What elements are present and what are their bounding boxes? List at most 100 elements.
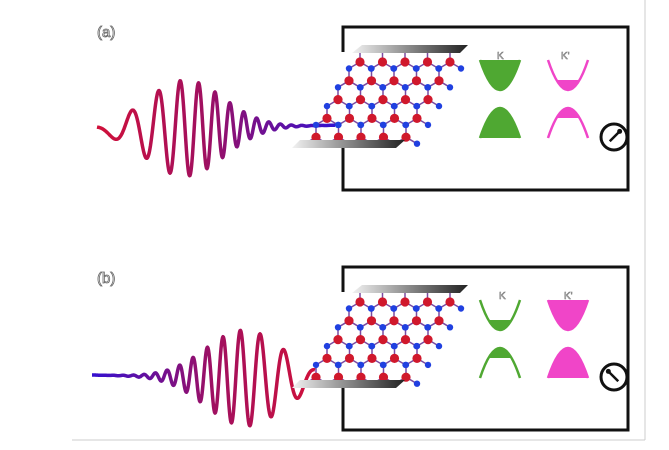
blue-atom bbox=[424, 121, 432, 129]
valence-band-kprime bbox=[546, 106, 590, 139]
blue-atom bbox=[368, 65, 375, 72]
blue-atom bbox=[435, 305, 443, 312]
red-atom bbox=[322, 113, 332, 123]
blue-atom bbox=[357, 324, 364, 331]
red-atom bbox=[322, 353, 332, 363]
valence-band-k bbox=[478, 106, 522, 139]
red-atom bbox=[412, 113, 422, 123]
hexagonal-lattice bbox=[301, 290, 465, 387]
blue-atom bbox=[323, 342, 331, 350]
blue-atom bbox=[435, 342, 443, 350]
valley-label-kp-b: K' bbox=[564, 291, 573, 302]
conduction-band-k bbox=[478, 59, 522, 92]
blue-atom bbox=[457, 65, 465, 72]
blue-atom bbox=[424, 84, 432, 91]
valence-band-k bbox=[478, 346, 522, 379]
red-atom bbox=[389, 316, 399, 326]
red-atom bbox=[434, 76, 444, 86]
red-atom bbox=[412, 353, 422, 363]
panel-label-b: (b) bbox=[97, 270, 115, 287]
panel-label-a: (a) bbox=[97, 24, 115, 41]
light-pulse bbox=[90, 328, 317, 428]
red-atom bbox=[434, 316, 444, 326]
blue-atom bbox=[357, 84, 364, 91]
blue-atom bbox=[380, 121, 387, 129]
hexagonal-lattice bbox=[301, 50, 465, 147]
blue-atom bbox=[368, 305, 375, 312]
red-atom bbox=[378, 95, 388, 105]
red-atom bbox=[400, 297, 410, 307]
red-atom bbox=[355, 297, 365, 307]
red-atom bbox=[377, 57, 388, 67]
blue-atom bbox=[357, 121, 365, 129]
red-atom bbox=[355, 57, 365, 67]
red-atom bbox=[356, 132, 366, 142]
red-atom bbox=[389, 353, 400, 363]
top-electrode bbox=[352, 45, 468, 53]
blue-atom bbox=[312, 121, 320, 129]
blue-atom bbox=[346, 342, 353, 350]
panel-a bbox=[95, 25, 630, 192]
red-atom bbox=[389, 113, 400, 123]
red-atom bbox=[333, 95, 343, 105]
blue-atom bbox=[323, 102, 331, 110]
red-atom bbox=[344, 353, 355, 363]
red-atom bbox=[400, 335, 411, 345]
blue-atom bbox=[346, 102, 353, 110]
red-atom bbox=[422, 57, 433, 67]
blue-atom bbox=[446, 84, 454, 91]
blue-atom bbox=[334, 84, 342, 91]
blue-atom bbox=[402, 121, 410, 129]
blue-atom bbox=[345, 65, 353, 72]
red-atom bbox=[378, 335, 388, 345]
conduction-band-kprime bbox=[546, 59, 590, 92]
blue-atom bbox=[413, 380, 421, 387]
conduction-band-k bbox=[478, 299, 522, 332]
red-atom bbox=[366, 316, 377, 326]
blue-atom bbox=[424, 361, 432, 369]
red-atom bbox=[378, 132, 389, 142]
blue-atom bbox=[312, 361, 320, 369]
red-atom bbox=[311, 132, 321, 142]
red-atom bbox=[311, 372, 321, 382]
valley-label-k-b: K bbox=[499, 291, 506, 302]
red-atom bbox=[423, 95, 433, 105]
valley-label-kp-a: K' bbox=[561, 51, 570, 62]
blue-atom bbox=[402, 324, 409, 331]
red-atom bbox=[411, 76, 422, 86]
blue-atom bbox=[435, 102, 443, 110]
blue-atom bbox=[402, 84, 409, 91]
blue-atom bbox=[368, 102, 376, 110]
blue-atom bbox=[379, 324, 387, 331]
red-atom bbox=[411, 316, 422, 326]
red-atom bbox=[389, 76, 399, 86]
light-pulse bbox=[95, 79, 337, 178]
red-atom bbox=[377, 297, 388, 307]
blue-atom bbox=[391, 342, 398, 350]
red-atom bbox=[367, 113, 377, 123]
conduction-band-kprime bbox=[546, 299, 590, 332]
red-atom bbox=[333, 132, 344, 142]
blue-atom bbox=[335, 361, 342, 369]
blue-atom bbox=[345, 305, 353, 312]
red-atom bbox=[344, 113, 355, 123]
valley-label-k-a: K bbox=[497, 51, 504, 62]
blue-atom bbox=[413, 65, 420, 72]
red-atom bbox=[333, 372, 344, 382]
red-atom bbox=[422, 297, 433, 307]
red-atom bbox=[367, 353, 377, 363]
red-atom bbox=[344, 316, 354, 326]
red-atom bbox=[401, 132, 411, 142]
red-atom bbox=[355, 95, 366, 105]
red-atom bbox=[400, 95, 411, 105]
red-atom bbox=[401, 372, 411, 382]
blue-atom bbox=[402, 361, 410, 369]
blue-atom bbox=[379, 84, 387, 91]
blue-atom bbox=[457, 305, 465, 312]
top-electrode bbox=[352, 285, 468, 293]
circuit-wire bbox=[341, 25, 630, 192]
red-atom bbox=[445, 297, 455, 307]
blue-atom bbox=[390, 65, 398, 72]
blue-atom bbox=[335, 121, 342, 129]
